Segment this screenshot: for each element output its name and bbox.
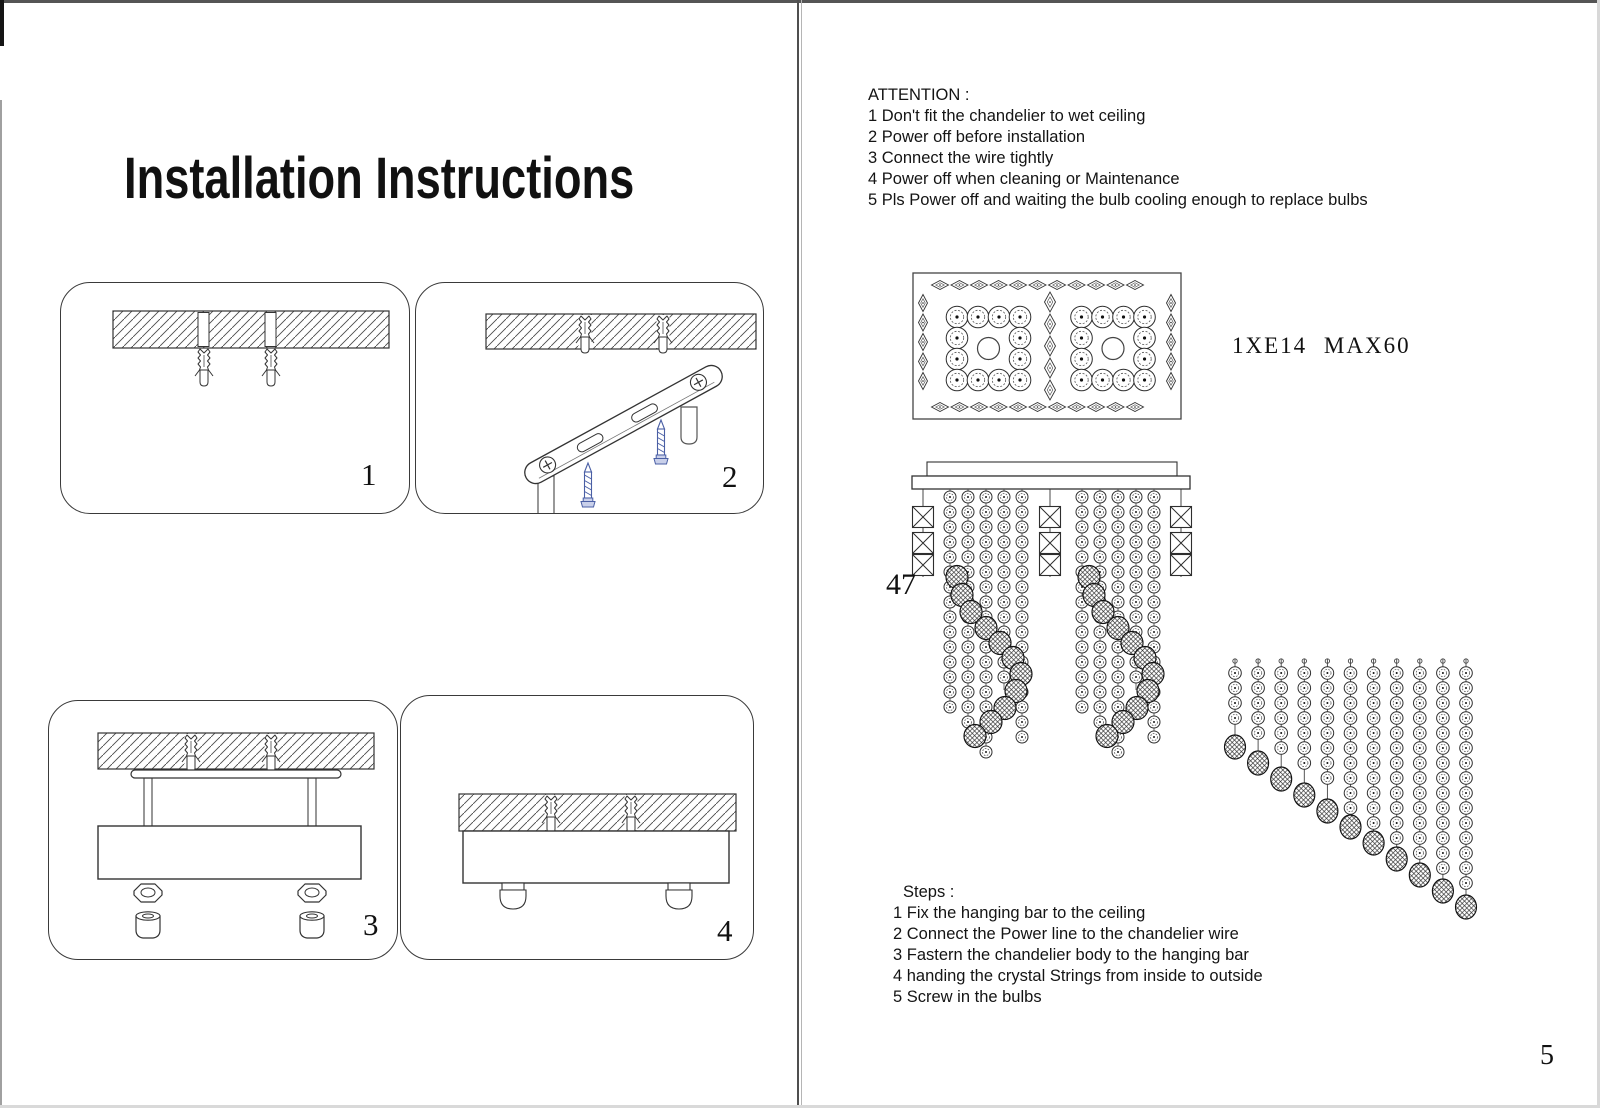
steps-item: 5 Screw in the bulbs bbox=[893, 987, 1042, 1006]
scan-edge-bottom bbox=[0, 1105, 1600, 1108]
figure-2: 2 bbox=[415, 282, 764, 514]
figure-3: 3 bbox=[48, 700, 398, 960]
attention-item: 1 Don't fit the chandelier to wet ceilin… bbox=[868, 106, 1146, 125]
string-count-label: 47 bbox=[886, 568, 916, 601]
attention-item: 5 Pls Power off and waiting the bulb coo… bbox=[868, 190, 1368, 209]
steps-heading: Steps : bbox=[903, 883, 955, 901]
attention-block: ATTENTION : 1 Don't fit the chandelier t… bbox=[868, 85, 1368, 210]
attention-item: 2 Power off before installation bbox=[868, 127, 1086, 146]
steps-block: Steps : 1 Fix the hanging bar to the cei… bbox=[893, 882, 1263, 1007]
page-divider-dark bbox=[797, 0, 799, 1108]
figure-3-diagram bbox=[97, 732, 375, 939]
figure-1: 1 bbox=[60, 282, 410, 514]
page-divider-light bbox=[800, 0, 802, 1108]
steps-item: 4 handing the crystal Strings from insid… bbox=[893, 966, 1263, 985]
figure-number: 2 bbox=[722, 459, 738, 494]
page-number: 5 bbox=[1540, 1040, 1554, 1071]
steps-item: 1 Fix the hanging bar to the ceiling bbox=[893, 903, 1146, 922]
crystal-strings-length-guide bbox=[1223, 658, 1478, 920]
figure-2-diagram bbox=[485, 313, 757, 513]
figure-1-diagram bbox=[112, 310, 390, 387]
figure-4-diagram bbox=[458, 793, 737, 910]
scan-edge-right bbox=[1597, 0, 1600, 1108]
attention-item: 4 Power off when cleaning or Maintenance bbox=[868, 169, 1180, 188]
figure-number: 4 bbox=[717, 913, 733, 948]
chandelier-side-view bbox=[911, 461, 1193, 759]
scan-edge-top bbox=[0, 0, 1600, 3]
scan-edge-left-dark bbox=[0, 0, 4, 46]
steps-item: 3 Fastern the chandelier body to the han… bbox=[893, 945, 1249, 964]
bulb-spec-label: 1XE14 MAX60 bbox=[1232, 333, 1411, 358]
figure-number: 3 bbox=[363, 907, 379, 942]
steps-item: 2 Connect the Power line to the chandeli… bbox=[893, 924, 1239, 943]
page-title: Installation Instructions bbox=[124, 145, 635, 211]
scan-edge-left bbox=[0, 100, 2, 1108]
chandelier-top-view bbox=[912, 272, 1182, 420]
figure-4: 4 bbox=[400, 695, 754, 960]
figure-number: 1 bbox=[361, 457, 377, 492]
attention-item: 3 Connect the wire tightly bbox=[868, 148, 1054, 167]
attention-heading: ATTENTION : bbox=[868, 86, 970, 104]
